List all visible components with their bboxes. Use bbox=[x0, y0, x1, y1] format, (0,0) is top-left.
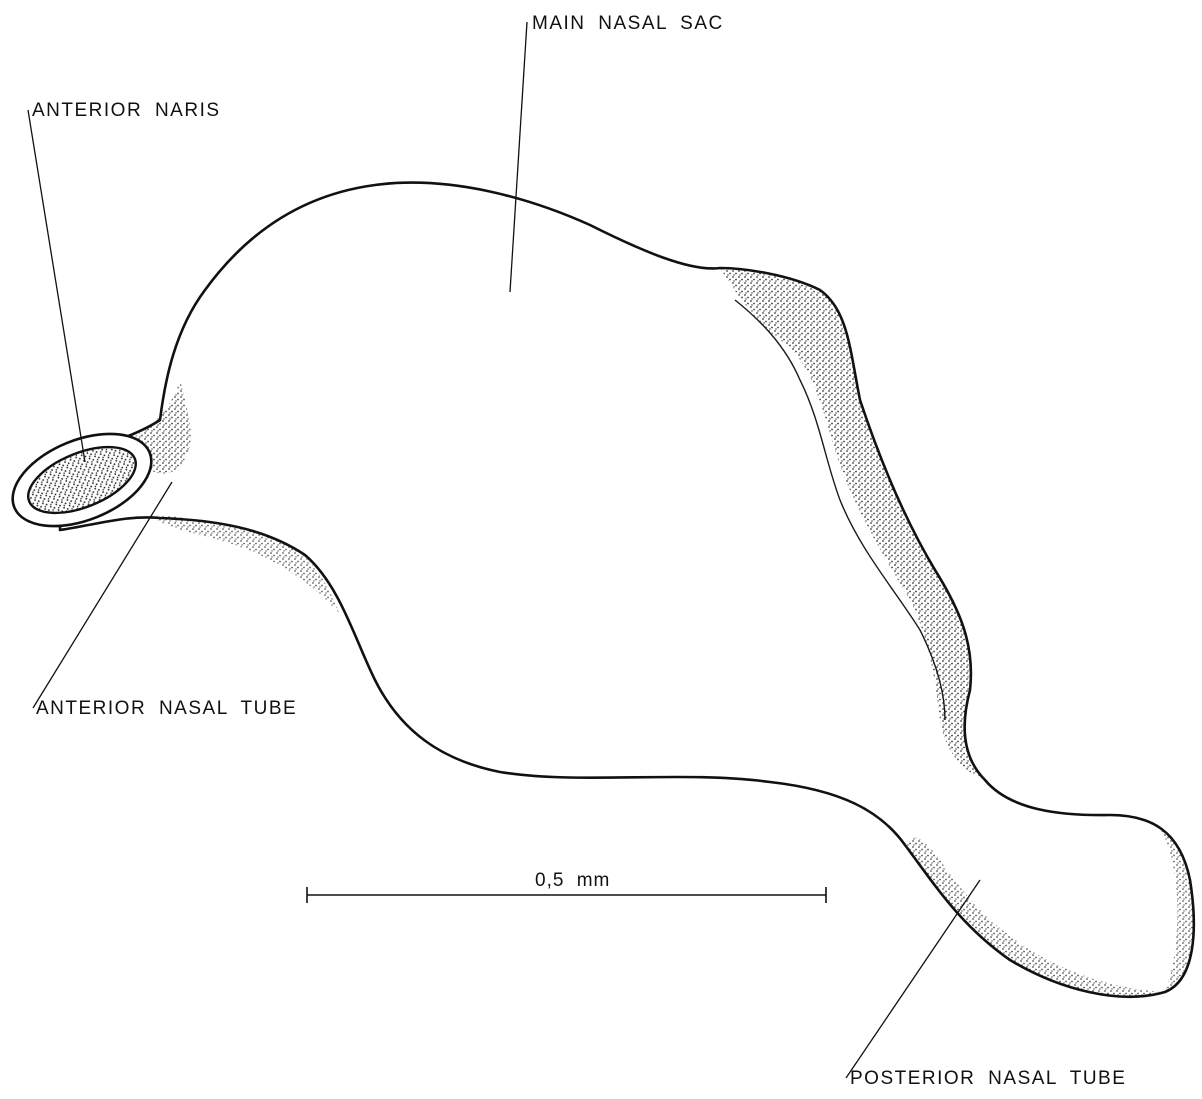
dorsal-fold-band bbox=[720, 268, 985, 780]
scale-bar: 0,5 mm bbox=[307, 870, 826, 903]
nasal-sac-body bbox=[60, 183, 1194, 997]
label-anterior-nasal-tube: ANTERIOR NASAL TUBE bbox=[36, 698, 297, 719]
label-main-nasal-sac: MAIN NASAL SAC bbox=[532, 13, 724, 34]
leader-anterior-naris bbox=[28, 110, 85, 462]
posterior-lower-shading bbox=[905, 838, 1165, 997]
label-posterior-nasal-tube: POSTERIOR NASAL TUBE bbox=[850, 1068, 1126, 1089]
posterior-tip-shading bbox=[1160, 828, 1194, 992]
anterior-lower-shading bbox=[150, 515, 340, 615]
label-anterior-naris: ANTERIOR NARIS bbox=[32, 100, 221, 121]
leader-posterior-nasal-tube bbox=[846, 880, 980, 1078]
leader-main-nasal-sac bbox=[510, 22, 527, 292]
scale-bar-label: 0,5 mm bbox=[535, 870, 610, 891]
